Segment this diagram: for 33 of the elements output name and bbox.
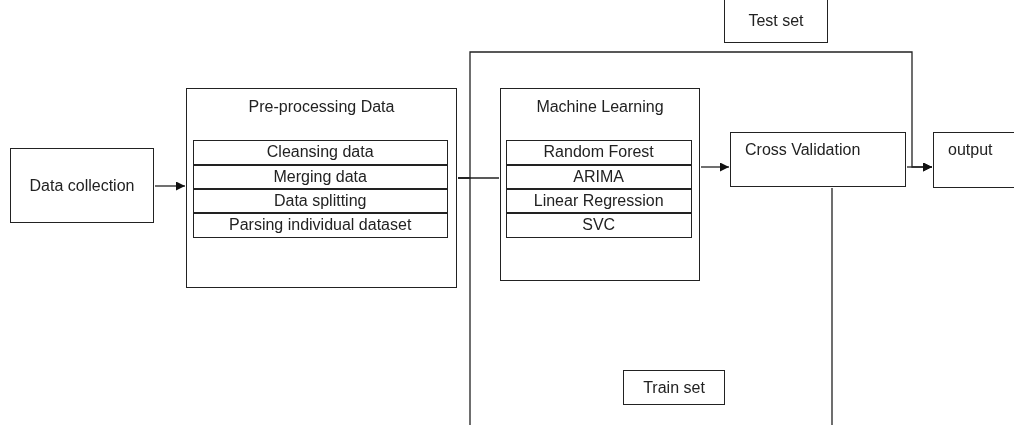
node-label: Machine Learning [535,97,665,117]
node-label: Merging data [272,166,368,187]
connector-line [700,162,730,172]
table-row [192,139,448,165]
process-box [10,148,154,223]
group-box [500,88,700,281]
table-row [505,164,692,189]
table-row [505,212,692,238]
node-label: Random Forest [542,141,655,162]
node-label: Cross Validation [745,140,861,160]
node-label: Linear Regression [532,190,665,211]
label-box [724,0,828,43]
node-label: ARIMA [572,166,625,187]
table-row [192,164,448,189]
label-box [623,370,725,405]
node-label: Cleansing data [265,141,375,162]
node-label: SVC [581,214,617,235]
node-label: output [948,140,993,160]
table-row [505,188,692,213]
node-label: Pre-processing Data [247,97,396,117]
table-row [505,139,692,165]
node-label: Parsing individual dataset [228,214,413,235]
process-box [730,132,906,187]
connector-line [154,181,186,191]
table-row [192,212,448,238]
connector-line [457,177,833,425]
node-label: Data collection [28,175,136,196]
node-label: Data splitting [272,190,368,211]
node-label: Train set [642,377,706,398]
table-row [192,188,448,213]
node-label: Test set [747,10,805,31]
process-box [933,132,1014,188]
group-box [186,88,457,288]
